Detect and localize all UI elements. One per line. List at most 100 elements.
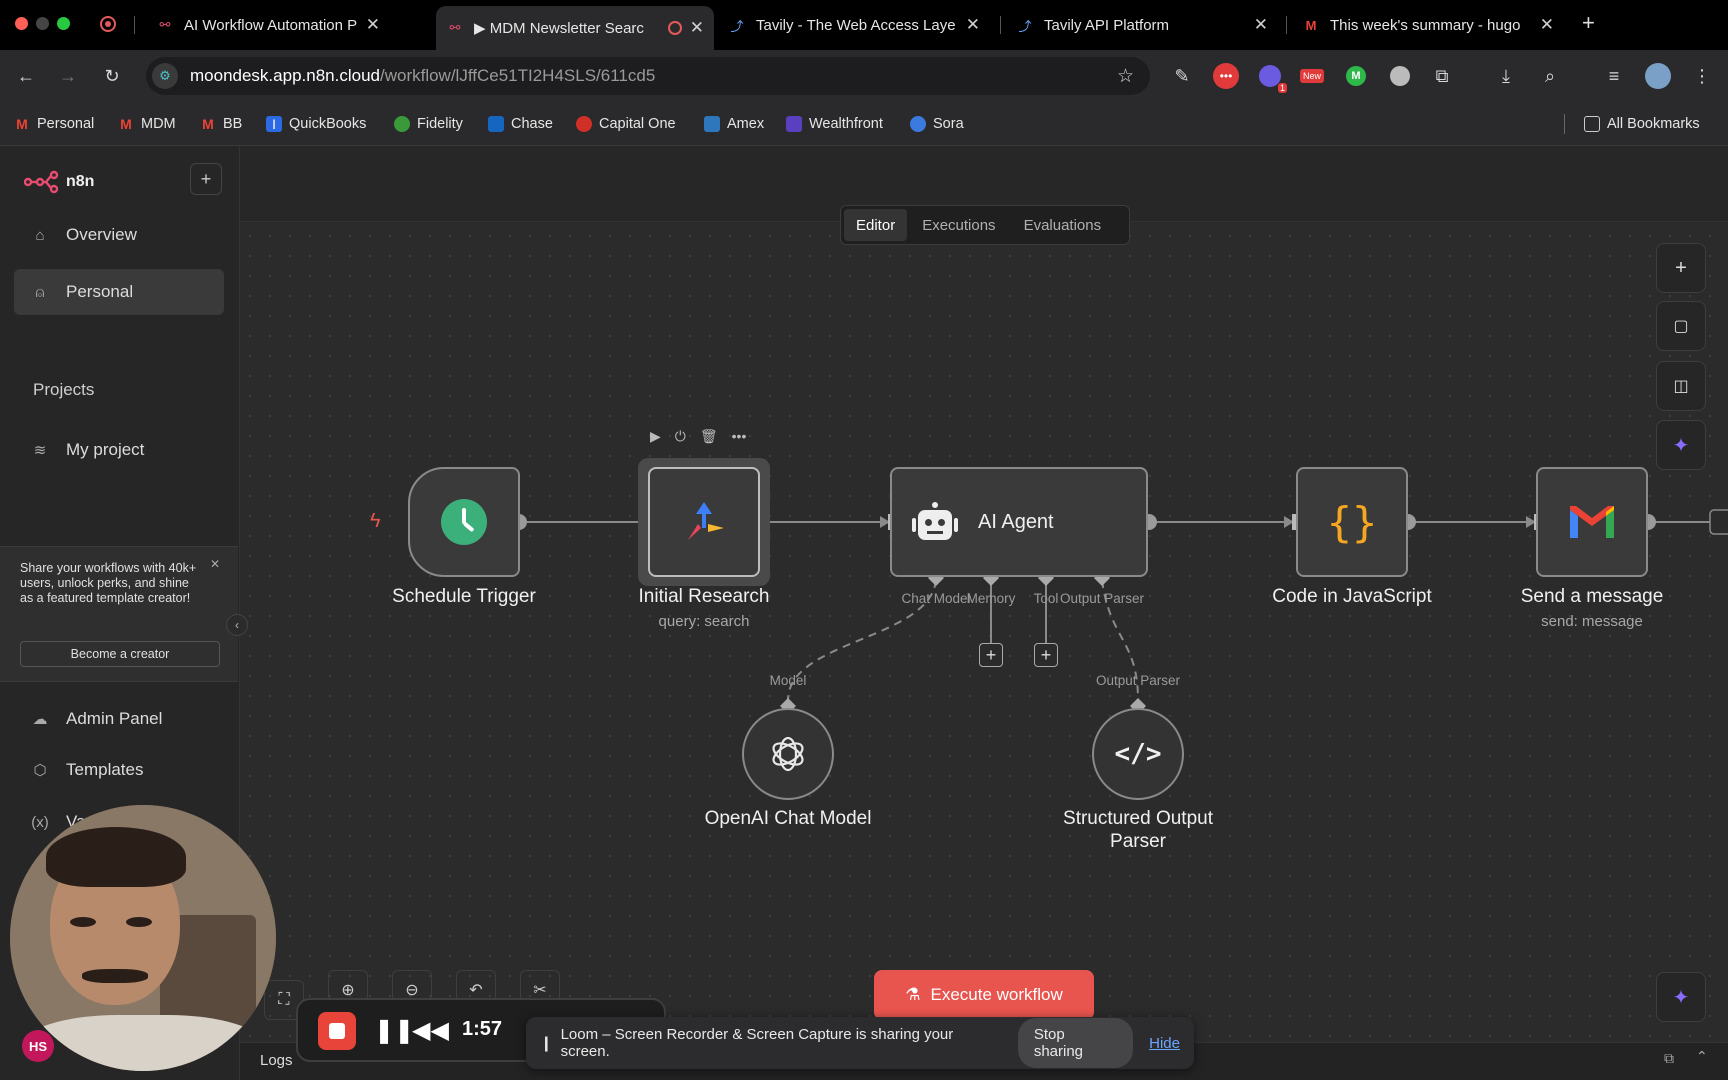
loom-sharing-message: Loom – Screen Recorder & Screen Capture … <box>560 1026 954 1060</box>
become-creator-button[interactable]: Become a creator <box>20 641 220 667</box>
close-promo-icon[interactable]: ✕ <box>210 557 221 571</box>
hide-button[interactable]: Hide <box>1149 1034 1180 1052</box>
zoom-window-button[interactable] <box>57 17 70 30</box>
promo-card: Share your workflows with 40k+ users, un… <box>0 546 238 682</box>
extensions-puzzle-icon[interactable]: ⧉ <box>1435 65 1449 86</box>
node-ai-agent[interactable]: AI Agent <box>890 467 1148 577</box>
sidebar-item-templates[interactable]: ⬡Templates <box>14 747 224 793</box>
recording-timer: 1:57 <box>462 1018 503 1040</box>
code-braces-icon[interactable]: {} <box>1296 467 1408 577</box>
node-schedule-trigger[interactable] <box>408 467 520 577</box>
tab-tavily-web[interactable]: ⤴ Tavily - The Web Access Laye ✕ <box>718 8 990 42</box>
logs-popout-icon[interactable]: ⧉ <box>1664 1050 1674 1066</box>
close-tab-icon[interactable]: ✕ <box>689 18 704 37</box>
port-parser-label: Output Parser <box>1095 673 1181 688</box>
new-tab-button[interactable]: + <box>1582 10 1595 35</box>
node-code-label: Code in JavaScript <box>1272 586 1432 607</box>
n8n-favicon-icon: ⚯ <box>159 17 171 32</box>
minimize-window-button[interactable] <box>36 17 49 30</box>
node-initial-research[interactable] <box>648 467 760 577</box>
bookmarks-bar <box>0 102 1728 146</box>
tab-mdm-newsletter[interactable]: ⚯ ▶ MDM Newsletter Searc ✕ <box>436 6 714 50</box>
bookmark-chase[interactable]: Chase <box>488 114 553 134</box>
ai-sparkle-icon[interactable]: ✦ <box>1656 420 1706 470</box>
tab-gmail-summary[interactable]: M This week's summary - hugo ✕ <box>1292 8 1564 42</box>
collapse-sidebar-button[interactable]: ‹ <box>226 614 248 636</box>
site-info-icon[interactable]: ⚙ <box>152 63 178 89</box>
ai-assistant-icon[interactable]: ✦ <box>1656 972 1706 1022</box>
node-parser-label: Structured Output <box>1063 808 1213 829</box>
extension-red-icon[interactable]: ••• <box>1212 62 1240 90</box>
stop-sharing-button[interactable]: Stop sharing <box>1017 1018 1134 1068</box>
forward-button[interactable]: → <box>59 65 77 86</box>
sidebar-item-overview[interactable]: ⌂Overview <box>14 212 224 258</box>
pause-icon[interactable]: ❚❚ <box>374 1017 415 1044</box>
logs-expand-icon[interactable]: ⌃ <box>1696 1048 1708 1064</box>
reload-button[interactable]: ↻ <box>104 65 120 86</box>
tab-executions[interactable]: Executions <box>922 216 996 234</box>
tab-editor[interactable]: Editor <box>844 209 908 241</box>
media-controls-icon[interactable]: ≡ <box>1608 65 1620 86</box>
node-send-message[interactable] <box>1536 467 1648 577</box>
close-tab-icon[interactable]: ✕ <box>365 15 380 34</box>
tab-n8n[interactable]: ⚯ AI Workflow Automation Platf ✕ <box>146 8 390 42</box>
recording-indicator-icon <box>667 21 682 35</box>
more-icon[interactable]: ••• <box>731 428 747 444</box>
chase-icon <box>488 116 504 132</box>
tab-search-icon[interactable]: ⌕ <box>1544 65 1556 86</box>
tab-tavily-api[interactable]: ⤴ Tavily API Platform ✕ <box>1006 8 1278 42</box>
extension-green-icon[interactable]: M <box>1342 62 1370 90</box>
add-node-button[interactable]: + <box>1656 243 1706 293</box>
port-memory-label: Memory <box>966 591 1016 606</box>
code-slash-icon[interactable]: </> <box>1092 708 1184 800</box>
bookmark-amex[interactable]: Amex <box>704 114 764 134</box>
tavily-favicon-icon: ⤴ <box>730 18 744 34</box>
sidebar-item-personal[interactable]: ⍝Personal <box>14 269 224 315</box>
back-button[interactable]: ← <box>17 65 35 86</box>
execute-workflow-button[interactable]: ⚗ Execute workflow <box>874 970 1094 1020</box>
bookmark-sora[interactable]: Sora <box>910 114 964 134</box>
bookmark-star-icon[interactable]: ☆ <box>1116 65 1134 87</box>
extension-new-icon[interactable]: New <box>1298 62 1326 90</box>
avatar[interactable]: HS <box>22 1030 54 1062</box>
close-tab-icon[interactable]: ✕ <box>965 15 980 34</box>
close-tab-icon[interactable]: ✕ <box>1539 15 1554 34</box>
play-icon[interactable]: ▶ <box>650 428 661 444</box>
tab-evaluations[interactable]: Evaluations <box>1023 216 1102 234</box>
download-icon[interactable]: ⤓ <box>1502 65 1510 86</box>
close-window-button[interactable] <box>15 17 28 30</box>
extension-gray-icon[interactable] <box>1386 62 1414 90</box>
n8n-logo: n8n <box>24 170 94 194</box>
address-bar[interactable]: ⚙ moondesk.app.n8n.cloud/workflow/lJffCe… <box>146 57 1150 95</box>
rewind-icon[interactable]: ◀◀ <box>412 1017 449 1044</box>
bookmark-wealthfront[interactable]: Wealthfront <box>786 114 883 134</box>
stop-recording-button[interactable] <box>318 1012 356 1050</box>
trash-icon[interactable]: 🗑 <box>699 428 718 444</box>
close-tab-icon[interactable]: ✕ <box>1253 15 1268 34</box>
port-model-label: Model <box>769 673 807 688</box>
create-button[interactable]: + <box>190 163 222 195</box>
node-openai-chat-model[interactable] <box>742 708 834 800</box>
extension-purple-icon[interactable]: 1 <box>1256 62 1287 93</box>
all-bookmarks[interactable]: All Bookmarks <box>1584 114 1700 134</box>
power-icon[interactable]: ⏻ <box>674 428 686 444</box>
record-icon <box>100 16 116 32</box>
sidebar-item-admin-panel[interactable]: ☁Admin Panel <box>14 696 224 742</box>
add-tool-button[interactable]: + <box>1034 643 1058 667</box>
drag-handle-icon[interactable]: ❙ <box>540 1035 553 1052</box>
eyedropper-extension-icon[interactable]: ✎ <box>1174 65 1190 86</box>
panel-toggle-icon[interactable]: ◫ <box>1656 361 1706 411</box>
bookmark-fidelity[interactable]: Fidelity <box>394 114 463 134</box>
add-memory-button[interactable]: + <box>979 643 1003 667</box>
browser-menu-icon[interactable]: ⋮ <box>1693 65 1711 86</box>
webcam-bubble[interactable] <box>10 805 276 1071</box>
sidebar-item-my-project[interactable]: ≋My project <box>14 427 224 473</box>
profile-avatar[interactable] <box>1644 62 1672 90</box>
sticky-note-icon[interactable]: ▢ <box>1656 301 1706 351</box>
bookmark-capital-one[interactable]: Capital One <box>576 114 676 134</box>
bookmark-quickbooks[interactable]: |QuickBooks <box>266 114 366 134</box>
workflow-canvas[interactable] <box>240 146 1728 1080</box>
